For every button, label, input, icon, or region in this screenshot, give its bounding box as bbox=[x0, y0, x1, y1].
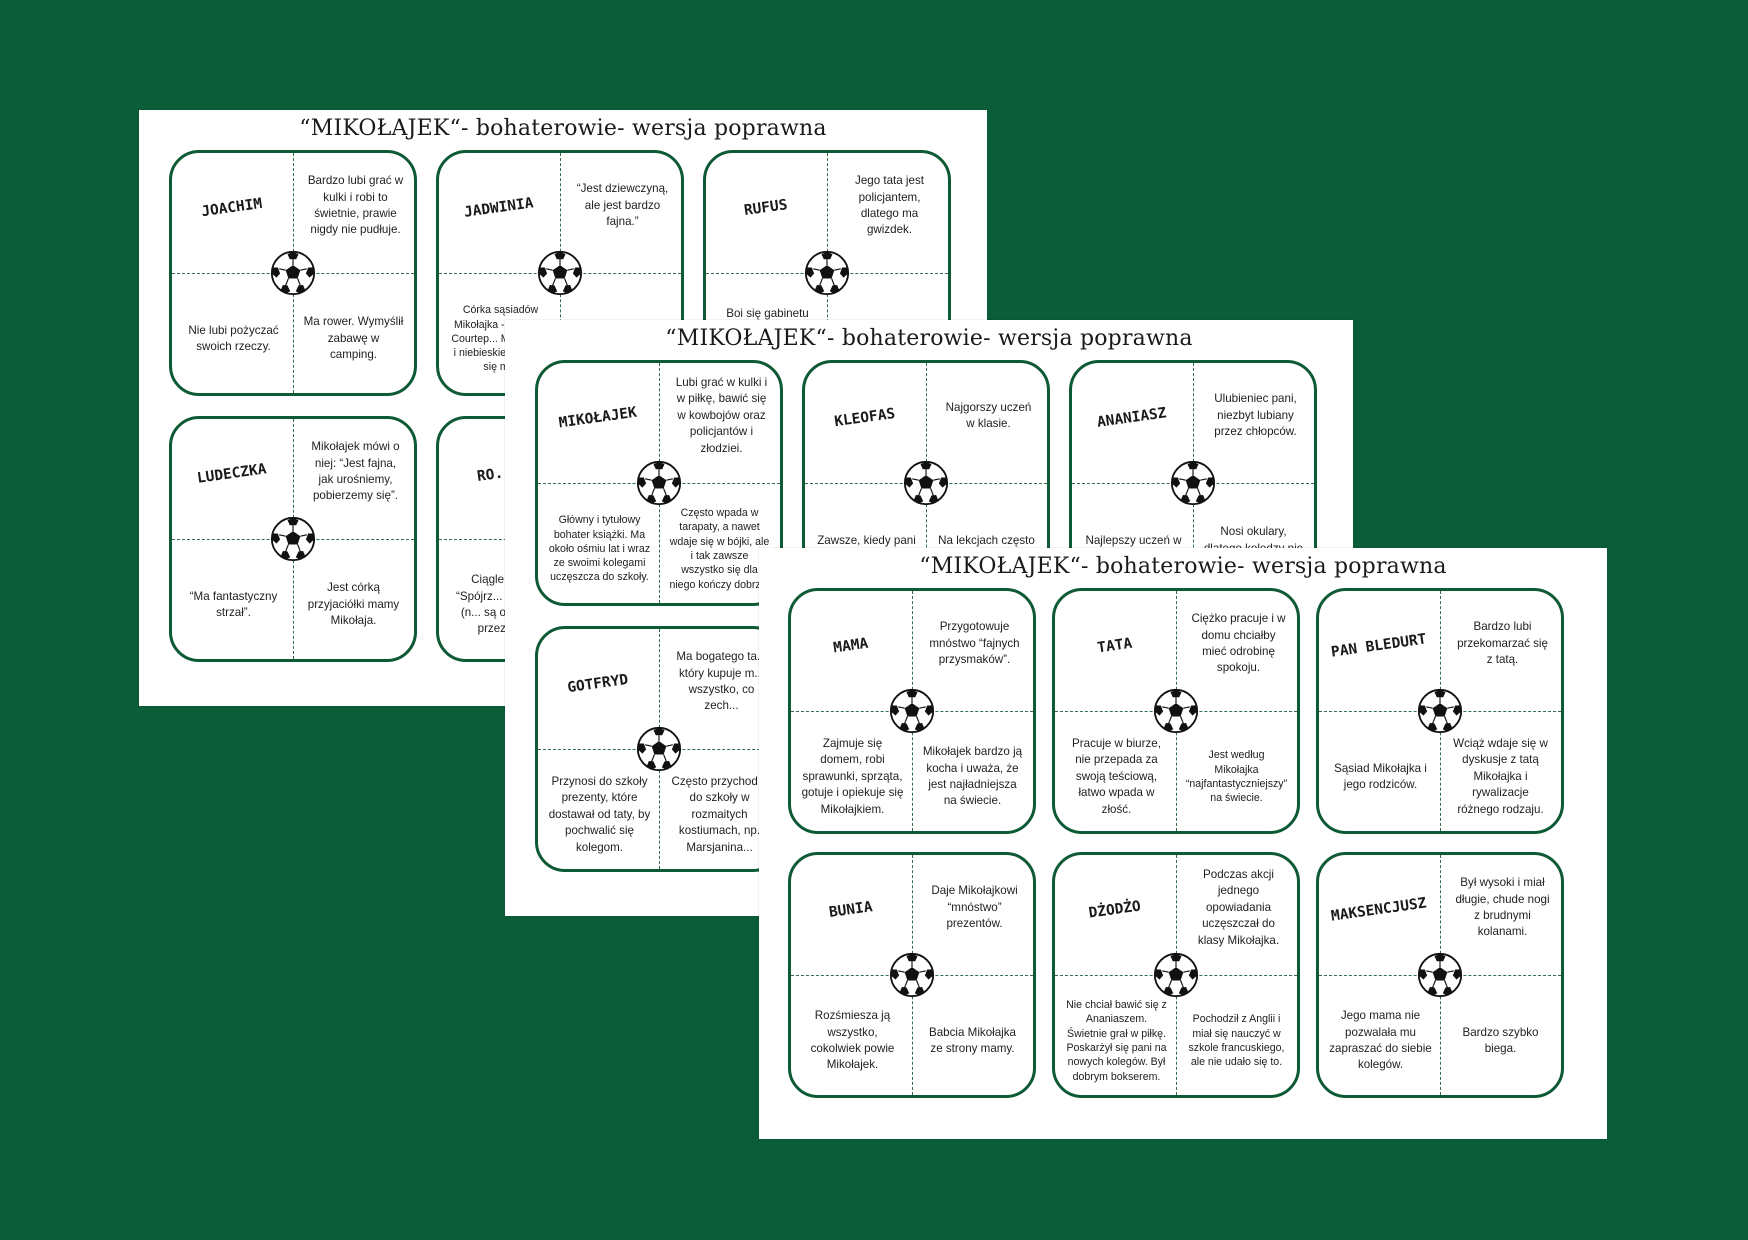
sheet-title: “MIKOŁAJEK“- bohaterowie- wersja poprawn… bbox=[299, 116, 827, 141]
character-card: JOACHIM Bardzo lubi grać w kulki i robi … bbox=[169, 150, 417, 396]
card-quadrant-top-right: Bardzo lubi grać w kulki i robi to świet… bbox=[307, 174, 404, 237]
card-quadrant-top-right: “Jest dziewczyną, ale jest bardzo fajna.… bbox=[576, 182, 669, 229]
worksheet-page-3: “MIKOŁAJEK“- bohaterowie- wersja poprawn… bbox=[759, 548, 1607, 1139]
card-quadrant-bottom-left: Przynosi do szkoły prezenty, które dosta… bbox=[548, 774, 651, 854]
card-quadrant-top-right: Ciężko pracuje i w domu chciałby mieć od… bbox=[1191, 612, 1286, 675]
card-quadrant-top-right: Był wysoki i miał długie, chude nogi z b… bbox=[1455, 876, 1550, 939]
card-quadrant-bottom-left: Jego mama nie pozwalała mu zapraszać do … bbox=[1329, 1009, 1432, 1072]
soccer-ball-icon bbox=[636, 460, 682, 506]
character-card: PAN BLEDURT Bardzo lubi przekomarzać się… bbox=[1316, 588, 1564, 834]
card-quadrant-top-right: Mikołajek mówi o niej: “Jest fajna, jak … bbox=[311, 440, 400, 503]
card-quadrant-top-right: Bardzo lubi przekomarzać się z tatą. bbox=[1457, 620, 1548, 667]
card-quadrant-bottom-left: Pracuje w biurze, nie przepada za swoją … bbox=[1072, 736, 1161, 816]
character-card: GOTFRYD Ma bogatego ta... który kupuje m… bbox=[535, 626, 783, 872]
soccer-ball-icon bbox=[636, 726, 682, 772]
sheet-title: “MIKOŁAJEK“- bohaterowie- wersja poprawn… bbox=[665, 326, 1193, 351]
card-quadrant-top-right: Podczas akcji jednego opowiadania uczęsz… bbox=[1197, 867, 1280, 947]
sheet-title: “MIKOŁAJEK“- bohaterowie- wersja poprawn… bbox=[919, 554, 1447, 579]
card-quadrant-bottom-right: Babcia Mikołajka ze strony mamy. bbox=[929, 1025, 1016, 1055]
soccer-ball-icon bbox=[1417, 952, 1463, 998]
card-quadrant-bottom-left: Sąsiad Mikołajka i jego rodziców. bbox=[1334, 761, 1427, 791]
card-quadrant-bottom-left: Rozśmiesza ją wszystko, cokolwiek powie … bbox=[810, 1009, 895, 1072]
character-card: BUNIA Daje Mikołajkowi “mnóstwo” prezent… bbox=[788, 852, 1036, 1098]
card-quadrant-bottom-right: Jest według Mikołajka “najfantastyczniej… bbox=[1185, 749, 1288, 805]
card-quadrant-top-right: Najgorszy uczeń w klasie. bbox=[945, 400, 1032, 430]
soccer-ball-icon bbox=[903, 460, 949, 506]
card-quadrant-bottom-right: Ma rower. Wymyślił zabawę w camping. bbox=[303, 315, 404, 362]
card-quadrant-bottom-right: Wciąż wdaje się w dyskusje z tatą Mikoła… bbox=[1453, 736, 1548, 816]
card-quadrant-bottom-right: Mikołajek bardzo ją kocha i uważa, że je… bbox=[922, 745, 1023, 808]
card-quadrant-bottom-right: Bardzo szybko biega. bbox=[1462, 1025, 1539, 1055]
soccer-ball-icon bbox=[537, 250, 583, 296]
character-card: MAMA Przygotowuje mnóstwo “fajnych przys… bbox=[788, 588, 1036, 834]
card-quadrant-top-right: Ma bogatego ta... który kupuje m... wszy… bbox=[676, 650, 767, 713]
card-quadrant-bottom-right: Często wpada w tarapaty, a nawet wdaje s… bbox=[669, 507, 770, 591]
character-card: DŻODŻO Podczas akcji jednego opowiadania… bbox=[1052, 852, 1300, 1098]
card-quadrant-top-right: Jego tata jest policjantem, dlatego ma g… bbox=[855, 174, 924, 237]
soccer-ball-icon bbox=[270, 250, 316, 296]
soccer-ball-icon bbox=[1153, 688, 1199, 734]
card-quadrant-top-right: Przygotowuje mnóstwo “fajnych przysmaków… bbox=[929, 620, 1020, 667]
soccer-ball-icon bbox=[1417, 688, 1463, 734]
soccer-ball-icon bbox=[1170, 460, 1216, 506]
soccer-ball-icon bbox=[804, 250, 850, 296]
card-quadrant-bottom-left: Główny i tytułowy bohater książki. Ma ok… bbox=[548, 514, 651, 584]
card-quadrant-top-right: Daje Mikołajkowi “mnóstwo” prezentów. bbox=[931, 884, 1018, 931]
card-quadrant-bottom-left: Zajmuje się domem, robi sprawunki, sprzą… bbox=[801, 736, 904, 816]
card-quadrant-bottom-left: Nie chciał bawić się z Ananiaszem. Świet… bbox=[1066, 999, 1167, 1083]
card-quadrant-bottom-left: “Ma fantastyczny strzał”. bbox=[189, 589, 278, 619]
card-quadrant-bottom-right: Pochodził z Anglii i miał się nauczyć w … bbox=[1188, 1013, 1285, 1069]
card-quadrant-bottom-right: Jest córką przyjaciółki mamy Mikołaja. bbox=[307, 581, 400, 628]
soccer-ball-icon bbox=[889, 688, 935, 734]
soccer-ball-icon bbox=[1153, 952, 1199, 998]
character-card: LUDECZKA Mikołajek mówi o niej: “Jest fa… bbox=[169, 416, 417, 662]
character-card: MAKSENCJUSZ Był wysoki i miał długie, ch… bbox=[1316, 852, 1564, 1098]
character-card: MIKOŁAJEK Lubi grać w kulki i w piłkę, b… bbox=[535, 360, 783, 606]
card-quadrant-bottom-left: Nie lubi pożyczać swoich rzeczy. bbox=[188, 323, 279, 353]
soccer-ball-icon bbox=[889, 952, 935, 998]
card-quadrant-bottom-right: Często przychod... do szkoły w rozmaityc… bbox=[671, 774, 768, 854]
character-card: TATA Ciężko pracuje i w domu chciałby mi… bbox=[1052, 588, 1300, 834]
card-quadrant-top-right: Lubi grać w kulki i w piłkę, bawić się w… bbox=[675, 375, 768, 455]
soccer-ball-icon bbox=[270, 516, 316, 562]
card-quadrant-top-right: Ulubieniec pani, niezbyt lubiany przez c… bbox=[1214, 392, 1297, 439]
